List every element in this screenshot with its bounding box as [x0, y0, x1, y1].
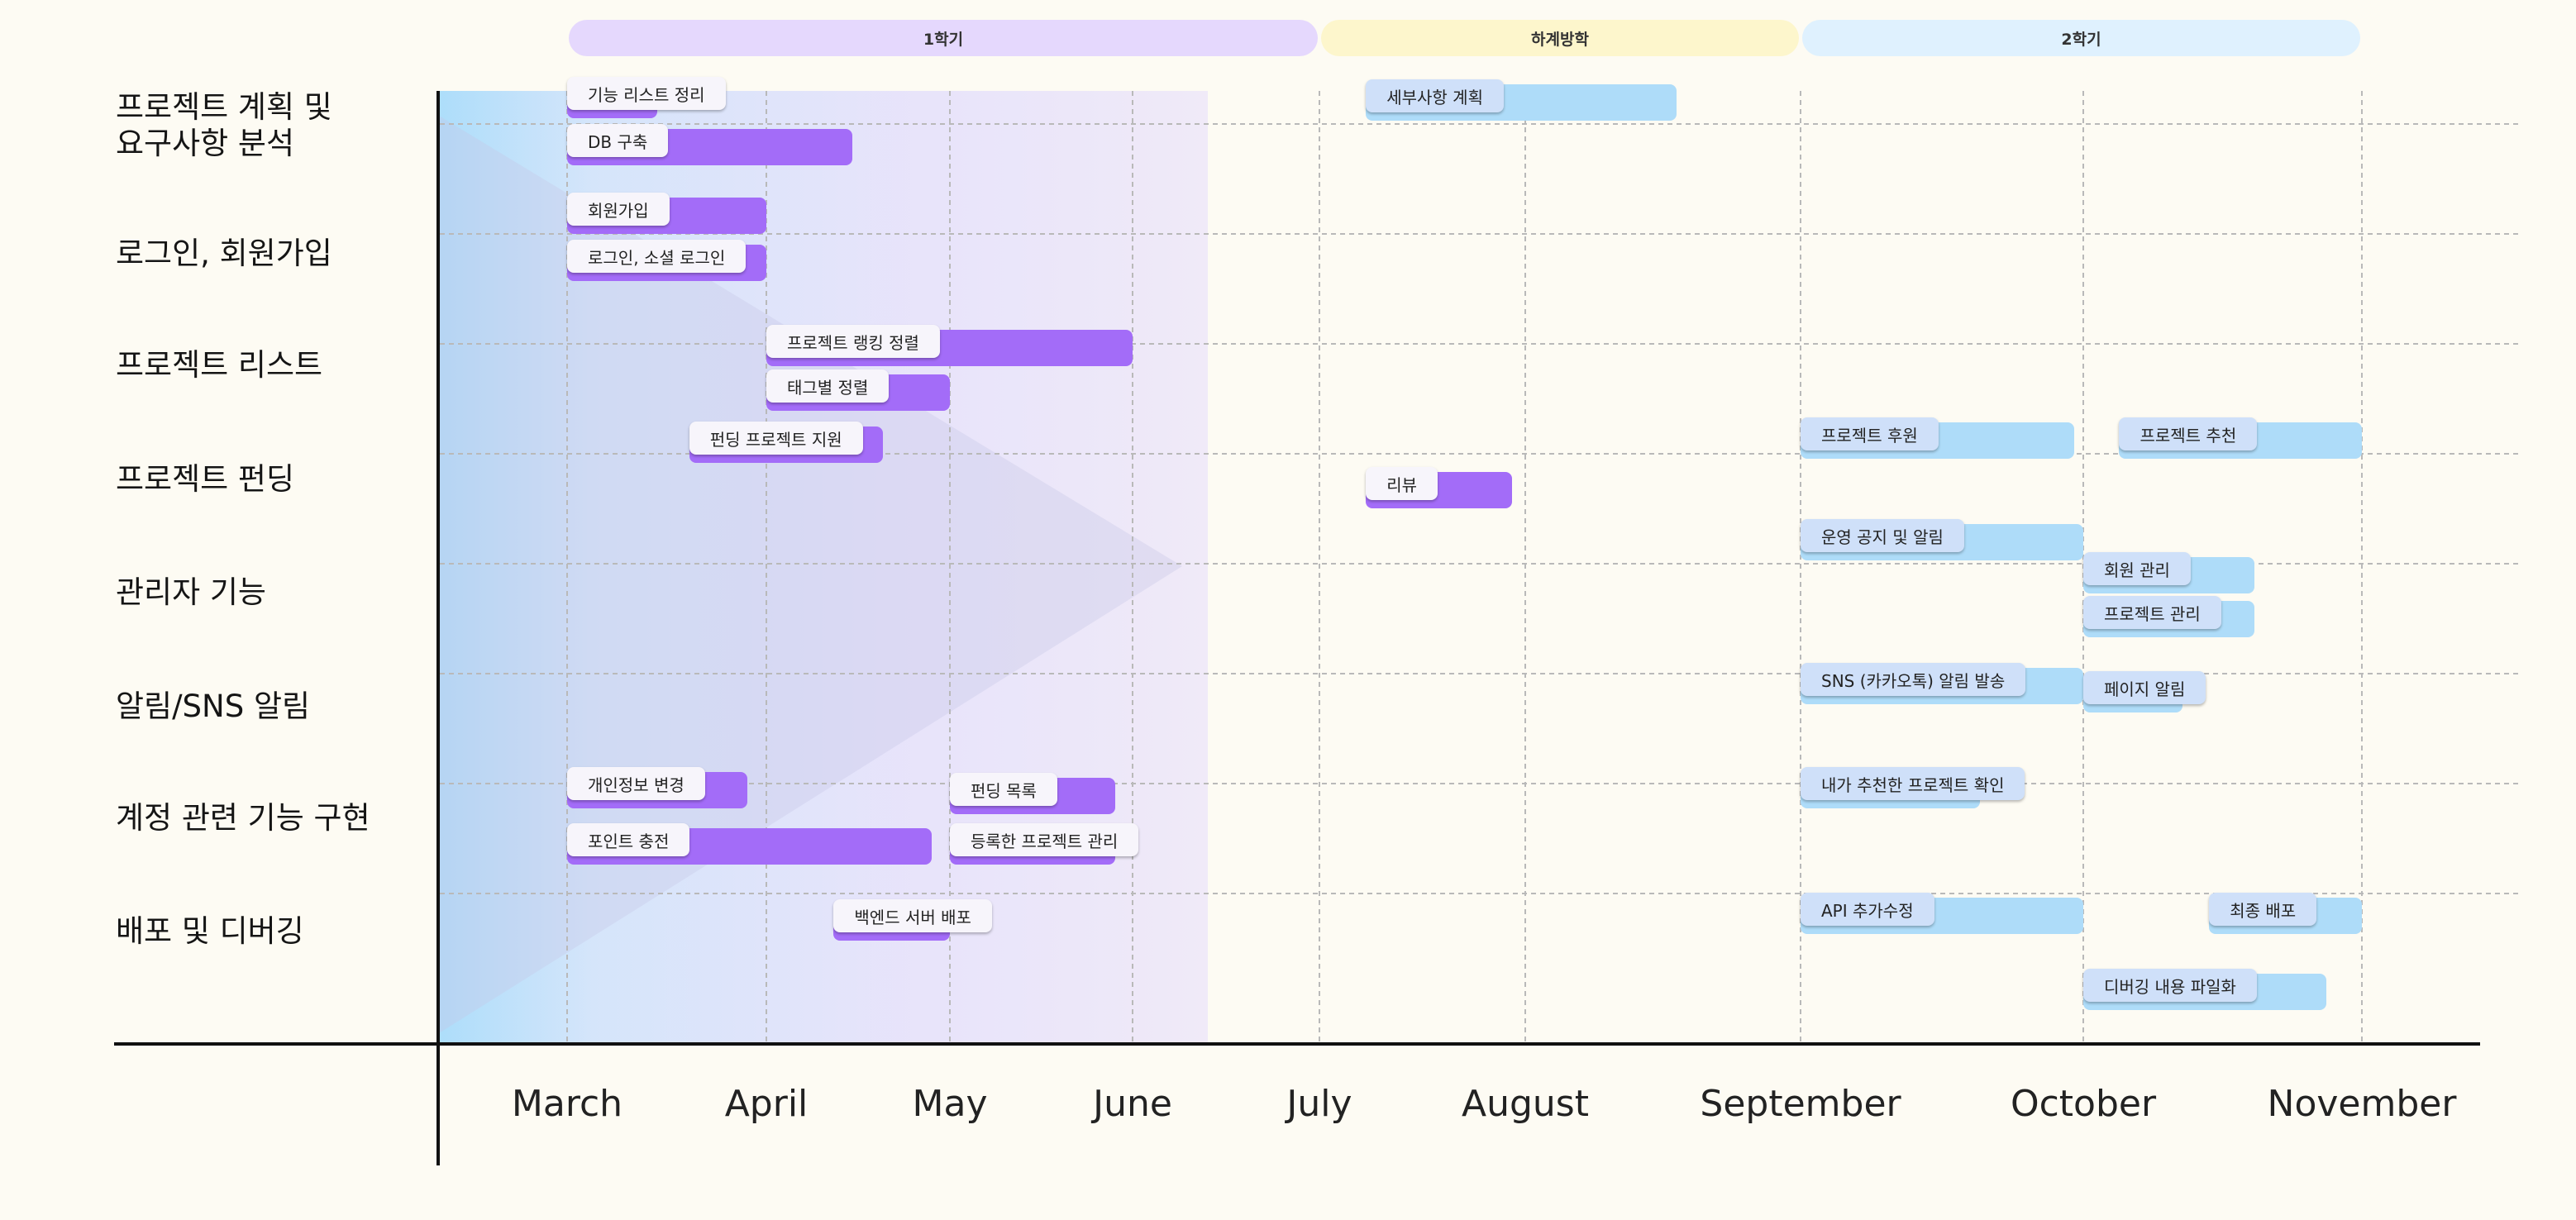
task-label: 펀딩 목록: [950, 773, 1057, 806]
x-tick-label: September: [1700, 1083, 1901, 1125]
task-bar: 최종 배포: [2209, 893, 2362, 934]
task-label: 리뷰: [1366, 467, 1438, 500]
category-label: 프로젝트 리스트: [116, 347, 323, 383]
task-bar: 운영 공지 및 알림: [1801, 519, 2083, 560]
category-label: 알림/SNS 알림: [116, 689, 311, 724]
phase-label: 2학기: [1802, 20, 2360, 56]
phase-label: 1학기: [569, 20, 1318, 56]
category-label: 배포 및 디버깅: [116, 913, 304, 949]
phase-label: 하계방학: [1321, 20, 1799, 56]
task-bar: 디버깅 내용 파일화: [2083, 969, 2326, 1010]
task-bar: 개인정보 변경: [567, 767, 747, 808]
task-label: 프로젝트 후원: [1801, 417, 1939, 450]
x-tick-label: March: [511, 1083, 623, 1125]
task-bar: 백엔드 서버 배포: [833, 899, 992, 941]
task-bar: SNS (카카오톡) 알림 발송: [1801, 663, 2083, 704]
task-bar: 페이지 알림: [2083, 671, 2206, 712]
task-label: 개인정보 변경: [567, 767, 705, 800]
task-label: 페이지 알림: [2083, 671, 2206, 704]
task-label: 프로젝트 추천: [2119, 417, 2258, 450]
task-label: 프로젝트 랭킹 정렬: [766, 325, 940, 358]
task-bar: 등록한 프로젝트 관리: [950, 823, 1139, 865]
task-label: 회원 관리: [2083, 552, 2191, 585]
task-label: 최종 배포: [2209, 893, 2317, 926]
task-bar: 펀딩 목록: [950, 773, 1115, 814]
y-axis-line: [436, 91, 440, 1165]
task-label: 디버깅 내용 파일화: [2083, 969, 2257, 1002]
task-label: API 추가수정: [1801, 893, 1934, 926]
category-label: 프로젝트 펀딩: [116, 461, 295, 497]
task-label: DB 구축: [567, 124, 669, 157]
task-label: SNS (카카오톡) 알림 발송: [1801, 663, 2026, 696]
task-bar: 세부사항 계획: [1366, 79, 1677, 121]
task-bar: 펀딩 프로젝트 지원: [689, 422, 883, 463]
task-label: 프로젝트 관리: [2083, 596, 2221, 629]
task-bar: 포인트 충전: [567, 823, 932, 865]
category-label: 로그인, 회원가입: [116, 236, 332, 271]
task-bar: DB 구축: [567, 124, 852, 165]
x-tick-label: July: [1286, 1083, 1352, 1125]
x-tick-label: August: [1462, 1083, 1589, 1125]
x-axis-line: [114, 1042, 2480, 1046]
x-tick-label: November: [2267, 1083, 2457, 1125]
task-label: 회원가입: [567, 193, 670, 226]
task-label: 펀딩 프로젝트 지원: [689, 422, 863, 455]
task-label: 태그별 정렬: [766, 369, 890, 403]
task-bar: 회원 관리: [2083, 552, 2254, 593]
task-label: 백엔드 서버 배포: [833, 899, 992, 932]
task-bar: 프로젝트 랭킹 정렬: [766, 325, 1133, 366]
task-bar: 프로젝트 추천: [2119, 417, 2362, 459]
task-bar: 프로젝트 후원: [1801, 417, 2074, 459]
task-label: 내가 추천한 프로젝트 확인: [1801, 767, 2025, 800]
task-bar: 회원가입: [567, 193, 766, 234]
x-tick-label: May: [912, 1083, 988, 1125]
task-label: 운영 공지 및 알림: [1801, 519, 1964, 552]
task-bar: 로그인, 소셜 로그인: [567, 240, 766, 281]
task-label: 기능 리스트 정리: [567, 77, 726, 110]
task-bar: API 추가수정: [1801, 893, 2083, 934]
task-label: 세부사항 계획: [1366, 79, 1504, 112]
x-tick-label: April: [724, 1083, 809, 1125]
x-tick-label: October: [2010, 1083, 2157, 1125]
task-bar: 프로젝트 관리: [2083, 596, 2254, 637]
task-bar: 리뷰: [1366, 467, 1512, 508]
task-label: 포인트 충전: [567, 823, 690, 856]
task-label: 등록한 프로젝트 관리: [950, 823, 1139, 856]
task-label: 로그인, 소셜 로그인: [567, 240, 747, 273]
category-label: 관리자 기능: [116, 574, 266, 610]
x-tick-label: June: [1093, 1083, 1172, 1125]
task-bar: 기능 리스트 정리: [567, 77, 726, 118]
task-bar: 내가 추천한 프로젝트 확인: [1801, 767, 2025, 808]
task-bar: 태그별 정렬: [766, 369, 950, 411]
category-label: 계정 관련 기능 구현: [116, 800, 370, 836]
